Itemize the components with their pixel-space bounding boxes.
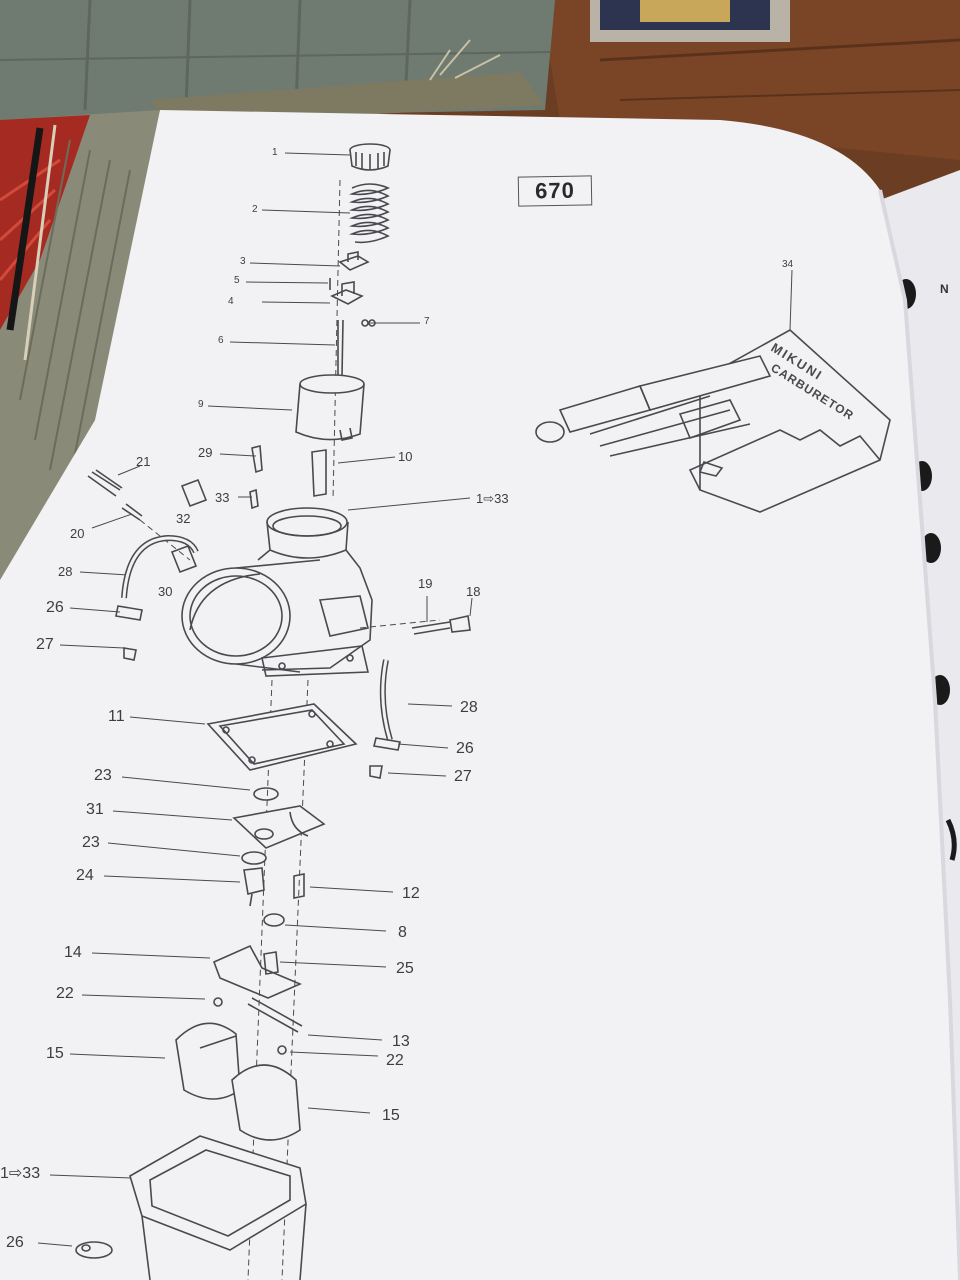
- next-page-text: N: [940, 282, 949, 296]
- callout-3: 3: [240, 256, 246, 267]
- callout-28-left: 28: [58, 564, 73, 579]
- callout-12: 12: [402, 885, 420, 902]
- callout-14: 14: [64, 944, 82, 961]
- callout-22-lower: 22: [386, 1052, 404, 1069]
- callout-11: 11: [108, 708, 125, 725]
- callout-29: 29: [198, 445, 213, 460]
- callout-19: 19: [418, 576, 433, 591]
- callout-22-upper: 22: [56, 985, 74, 1002]
- callout-23-upper: 23: [94, 767, 112, 784]
- callout-30: 30: [158, 584, 173, 599]
- callout-1-33-upper: 1⇨33: [476, 491, 509, 506]
- callout-15-left: 15: [46, 1045, 64, 1062]
- callout-10: 10: [398, 449, 413, 464]
- manual-page: [0, 110, 960, 1280]
- callout-24: 24: [76, 867, 94, 884]
- callout-21: 21: [136, 454, 151, 469]
- callout-4: 4: [228, 296, 234, 307]
- callout-20: 20: [70, 526, 85, 541]
- callout-6: 6: [218, 335, 224, 346]
- callout-32: 32: [176, 511, 191, 526]
- callout-15-right: 15: [382, 1107, 400, 1124]
- callout-13: 13: [392, 1033, 410, 1050]
- callout-26-upper: 26: [46, 599, 64, 616]
- callout-7: 7: [424, 316, 430, 327]
- callout-9: 9: [198, 399, 204, 410]
- callout-33-upper: 33: [215, 490, 230, 505]
- callout-23-lower: 23: [82, 834, 100, 851]
- callout-27-right: 27: [454, 768, 472, 785]
- callout-8: 8: [398, 924, 407, 941]
- callout-28-right: 28: [460, 699, 478, 716]
- callout-1: 1: [272, 147, 278, 158]
- callout-27-left: 27: [36, 636, 54, 653]
- callout-26-lower: 26: [6, 1234, 24, 1251]
- exploded-diagram: [37, 143, 473, 1280]
- callout-18: 18: [466, 584, 481, 599]
- callout-2: 2: [252, 204, 258, 215]
- callout-5: 5: [234, 275, 240, 286]
- callout-26-right: 26: [456, 740, 474, 757]
- callout-31: 31: [86, 801, 104, 818]
- callout-25: 25: [396, 960, 414, 977]
- page-number: 670: [517, 175, 593, 207]
- special-tool-illustration: [535, 269, 891, 513]
- callout-34: 34: [782, 259, 794, 270]
- callout-1-33-lower: 1⇨33: [0, 1165, 41, 1182]
